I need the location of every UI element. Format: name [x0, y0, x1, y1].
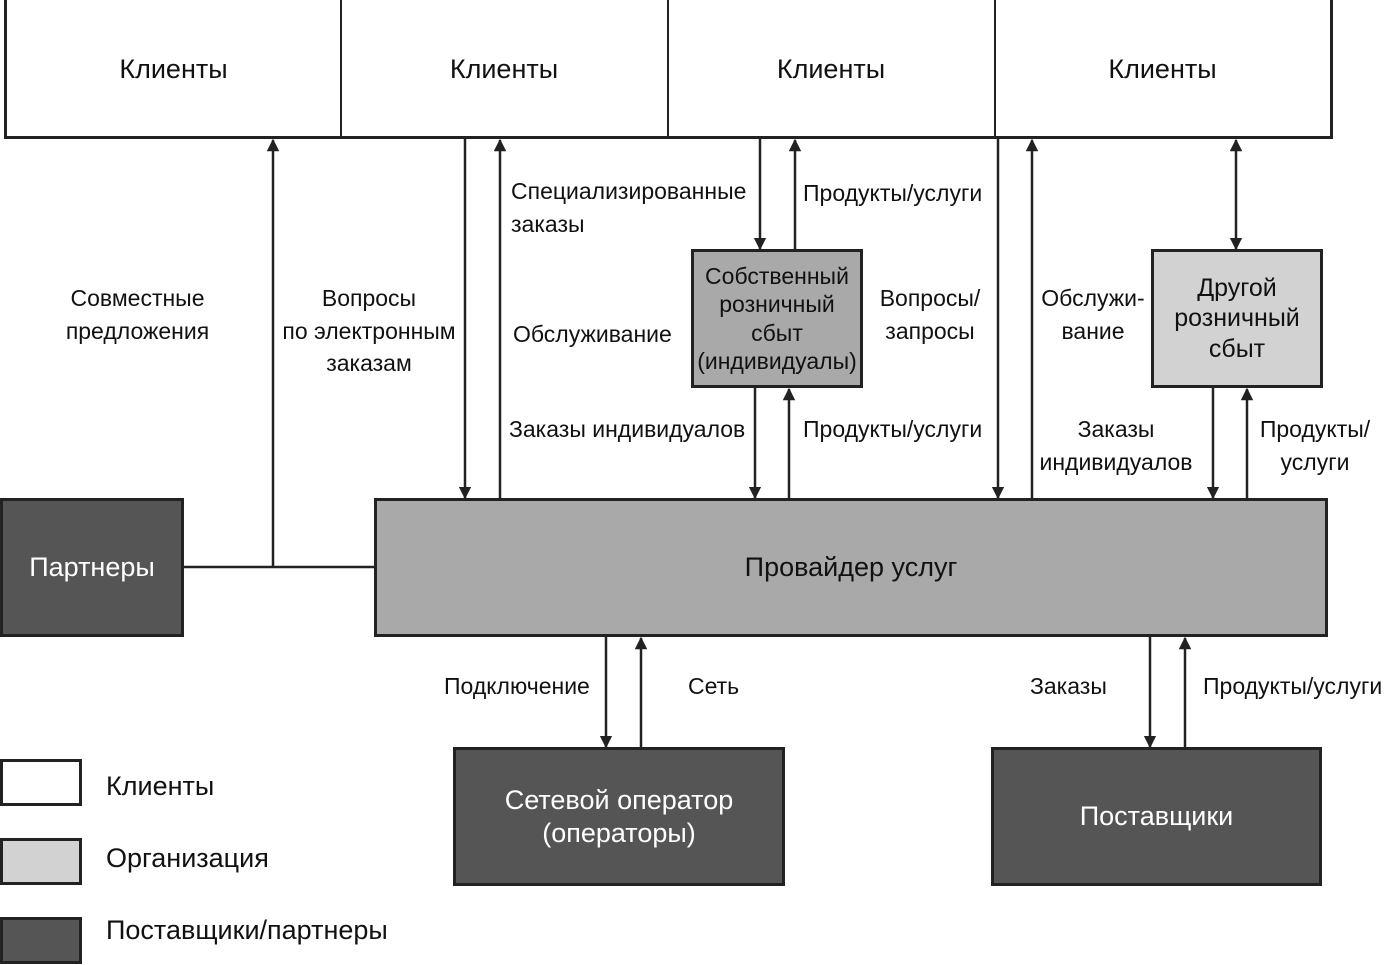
flow-individual-orders: Заказы индивидуалов [509, 416, 746, 442]
flow-products-services-bottom: Продукты/услуги [1203, 673, 1383, 699]
legend-label-suppliers-partners: Поставщики/партнеры [106, 915, 388, 945]
legend-label-organization: Организация [106, 843, 269, 873]
flow-orders: Заказы [1030, 673, 1107, 699]
flow-service: Обслуживание [513, 321, 672, 347]
other-retail-box: Другой розничный сбыт [1151, 249, 1323, 388]
network-operator-label: Сетевой оператор (операторы) [504, 784, 734, 848]
other-retail-label: Другой розничный сбыт [1174, 273, 1300, 363]
clients-divider-2 [667, 0, 669, 137]
flow-products-services-mid: Продукты/услуги [803, 416, 983, 442]
flow-individual-orders-2: Заказы индивидуалов [1039, 416, 1193, 475]
clients-cell-2: Клиенты [449, 53, 559, 84]
own-retail-box: Собственный розничный сбыт (индивидуалы) [691, 249, 863, 388]
flow-e-order-questions: Вопросы по электронным заказам [282, 285, 456, 377]
partners-label: Партнеры [29, 552, 155, 583]
flow-products-services-right: Продукты/ услуги [1259, 416, 1371, 475]
flow-questions-requests: Вопросы/ запросы [879, 285, 981, 344]
flow-products-services-top: Продукты/услуги [803, 180, 983, 206]
suppliers-label: Поставщики [1079, 801, 1234, 832]
clients-cell-3: Клиенты [776, 53, 886, 84]
legend-swatch-suppliers-partners [0, 917, 82, 964]
clients-cell-4: Клиенты [1108, 53, 1217, 84]
partners-box: Партнеры [0, 498, 184, 637]
clients-divider-3 [994, 0, 996, 137]
flow-network: Сеть [688, 673, 740, 699]
flow-joint-offers: Совместные предложения [65, 285, 210, 344]
legend-swatch-organization [0, 838, 82, 885]
flow-connection: Подключение [444, 673, 590, 699]
provider-box: Провайдер услуг [374, 498, 1328, 637]
clients-cell-1: Клиенты [119, 53, 228, 84]
legend-swatch-clients [0, 759, 82, 806]
flow-service-split: Обслужи- вание [1041, 285, 1145, 344]
own-retail-label: Собственный розничный сбыт (индивидуалы) [697, 263, 857, 374]
network-operator-box: Сетевой оператор (операторы) [453, 747, 785, 886]
flow-specialized-orders: Специализированные заказы [511, 178, 747, 237]
provider-label: Провайдер услуг [744, 552, 958, 583]
suppliers-box: Поставщики [991, 747, 1322, 886]
clients-divider-1 [340, 0, 342, 137]
legend-label-clients: Клиенты [106, 771, 215, 801]
